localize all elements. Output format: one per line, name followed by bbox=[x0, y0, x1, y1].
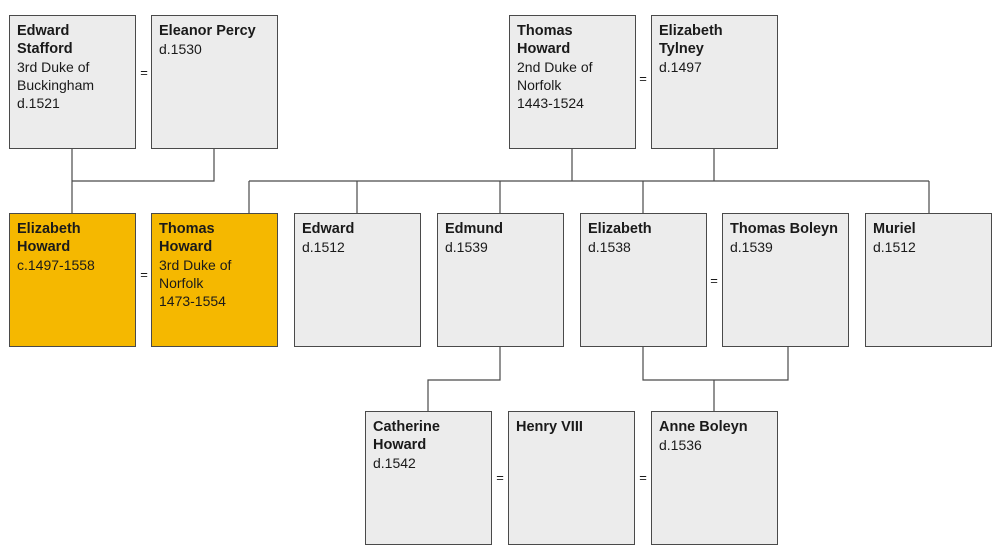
person-info: d.1539 bbox=[445, 239, 488, 255]
person-name: Anne Boleyn bbox=[659, 419, 748, 435]
person-name: Muriel bbox=[873, 221, 916, 237]
person-name: Elizabeth Howard bbox=[17, 221, 81, 255]
connector-howard-family bbox=[248, 148, 930, 213]
person-info: d.1512 bbox=[302, 239, 345, 255]
person-name: Thomas Howard bbox=[517, 23, 573, 57]
marriage-symbol: = bbox=[496, 470, 504, 485]
marriage-symbol: = bbox=[140, 65, 148, 80]
person-name: Elizabeth bbox=[588, 221, 652, 237]
person-name: Thomas Boleyn bbox=[730, 221, 838, 237]
person-thomas-howard-2nd: Thomas Howard 2nd Duke of Norfolk 1443-1… bbox=[509, 15, 636, 149]
person-thomas-howard-3rd: Thomas Howard 3rd Duke of Norfolk 1473-1… bbox=[151, 213, 278, 347]
person-catherine-howard: Catherine Howard d.1542 bbox=[365, 411, 492, 545]
person-info: d.1497 bbox=[659, 59, 702, 75]
person-edward-stafford: Edward Stafford 3rd Duke of Buckingham d… bbox=[9, 15, 136, 149]
person-anne-boleyn: Anne Boleyn d.1536 bbox=[651, 411, 778, 545]
person-thomas-boleyn: Thomas Boleyn d.1539 bbox=[722, 213, 849, 347]
person-name: Elizabeth Tylney bbox=[659, 23, 723, 57]
person-info: c.1497-1558 bbox=[17, 257, 95, 273]
person-elizabeth-tylney: Elizabeth Tylney d.1497 bbox=[651, 15, 778, 149]
person-muriel: Muriel d.1512 bbox=[865, 213, 992, 347]
person-info: 2nd Duke of Norfolk 1443-1524 bbox=[517, 59, 593, 111]
person-eleanor-percy: Eleanor Percy d.1530 bbox=[151, 15, 278, 149]
marriage-symbol: = bbox=[710, 273, 718, 288]
person-info: d.1542 bbox=[373, 455, 416, 471]
person-info: d.1539 bbox=[730, 239, 773, 255]
marriage-symbol: = bbox=[639, 470, 647, 485]
person-edward: Edward d.1512 bbox=[294, 213, 421, 347]
person-info: d.1536 bbox=[659, 437, 702, 453]
person-elizabeth: Elizabeth d.1538 bbox=[580, 213, 707, 347]
person-info: d.1538 bbox=[588, 239, 631, 255]
person-name: Catherine Howard bbox=[373, 419, 440, 453]
person-name: Henry VIII bbox=[516, 419, 583, 435]
person-edmund: Edmund d.1539 bbox=[437, 213, 564, 347]
person-name: Edmund bbox=[445, 221, 503, 237]
connector-edmund-family bbox=[427, 347, 501, 411]
person-name: Thomas Howard bbox=[159, 221, 215, 255]
person-info: d.1530 bbox=[159, 41, 202, 57]
person-name: Edward bbox=[302, 221, 355, 237]
person-elizabeth-howard: Elizabeth Howard c.1497-1558 bbox=[9, 213, 136, 347]
person-henry-viii: Henry VIII bbox=[508, 411, 635, 545]
person-info: 3rd Duke of Norfolk 1473-1554 bbox=[159, 257, 232, 309]
person-name: Eleanor Percy bbox=[159, 23, 256, 39]
connector-stafford-family bbox=[71, 148, 215, 213]
marriage-symbol: = bbox=[639, 71, 647, 86]
connector-boleyn-family bbox=[642, 347, 789, 411]
marriage-symbol: = bbox=[140, 267, 148, 282]
person-name: Edward Stafford bbox=[17, 23, 73, 57]
person-info: 3rd Duke of Buckingham d.1521 bbox=[17, 59, 95, 111]
person-info: d.1512 bbox=[873, 239, 916, 255]
